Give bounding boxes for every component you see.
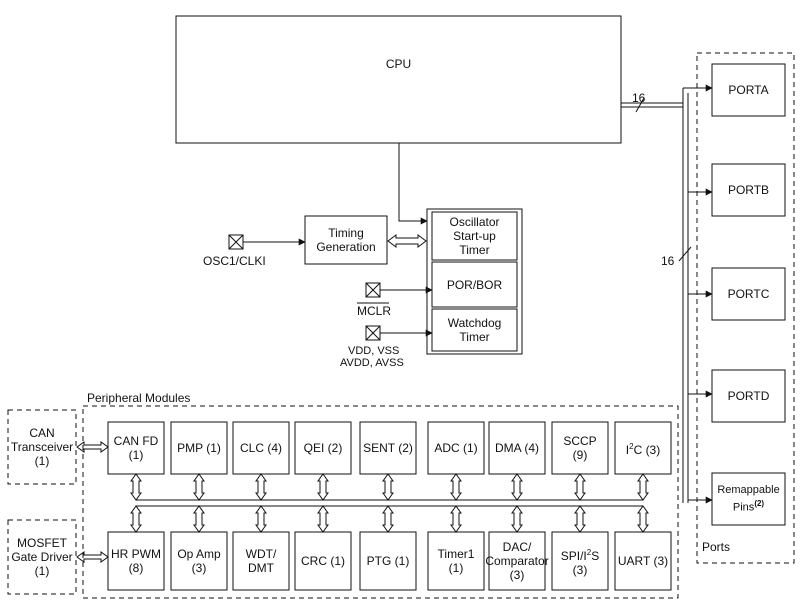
bus-arrow-top-0 <box>130 473 142 501</box>
bus-arrow-bottom-7 <box>574 505 586 533</box>
osc-startup-box <box>431 211 518 261</box>
can-transceiver-label: CAN Transceiver (1) <box>10 426 74 468</box>
periph-i2c: I2C (3) <box>625 441 661 457</box>
bus-arrow-top-1 <box>193 473 205 501</box>
bus-arrow-top-4 <box>382 473 394 501</box>
bus-arrow-bottom-2 <box>255 505 267 533</box>
bus-arrow-top-8 <box>637 473 649 501</box>
power-pin-label-2: AVDD, AVSS <box>340 357 404 369</box>
ports-title: Ports <box>702 540 731 554</box>
mosfet-double-arrow <box>76 551 109 563</box>
bus-width-top: 16 <box>632 91 646 105</box>
periph-clc: CLC (4) <box>239 441 282 455</box>
port-porta: PORTA <box>728 83 769 97</box>
cpu-label: CPU <box>385 57 412 71</box>
can-double-arrow <box>76 441 109 453</box>
periph-crc: CRC (1) <box>301 554 345 568</box>
timing-osc-double-arrow <box>387 234 427 248</box>
periph-ptg: PTG (1) <box>366 554 410 568</box>
bus-slash-top <box>635 97 645 113</box>
bus-arrow-bottom-8 <box>637 505 649 533</box>
mclr-pin-label: MCLR <box>357 304 392 318</box>
peripheral-group <box>82 405 679 599</box>
ports-group <box>696 52 795 564</box>
periph-qei: QEI (2) <box>303 441 343 455</box>
osc-pin-label: OSC1/CLKI <box>203 254 266 268</box>
port-remappable-pins: Remappable Pins(2) <box>717 484 780 514</box>
periph-op-amp: Op Amp (3) <box>177 547 221 575</box>
bus-arrow-bottom-5 <box>450 505 462 533</box>
peripheral-title: Peripheral Modules <box>87 391 191 405</box>
bus-arrow-top-6 <box>511 473 523 501</box>
bus-width-side: 16 <box>661 254 675 268</box>
bus-slash-side <box>678 246 692 262</box>
periph-can-fd: CAN FD (1) <box>113 434 159 462</box>
bus-arrow-bottom-1 <box>193 505 205 533</box>
timing-generation-label: Timing Generation <box>316 226 376 254</box>
periph-timer1: Timer1 (1) <box>437 547 475 575</box>
periph-pmp: PMP (1) <box>177 441 221 455</box>
bus-arrow-top-3 <box>317 473 329 501</box>
periph-sent: SENT (2) <box>363 441 413 455</box>
port-portb: PORTB <box>727 183 770 197</box>
power-pin-label-1: VDD, VSS <box>348 345 400 357</box>
por-bor-label: POR/BOR <box>446 277 503 292</box>
periph-sccp: SCCP (9) <box>563 434 597 462</box>
mosfet-gate-driver-box <box>7 519 77 595</box>
bus-arrow-top-7 <box>574 473 586 501</box>
periph-spi-i2s: SPI/I2S (3) <box>560 547 600 577</box>
periph-hr-pwm: HR PWM (8) <box>111 547 161 575</box>
periph-dma: DMA (4) <box>494 441 539 455</box>
bus-arrow-bottom-6 <box>511 505 523 533</box>
bus-arrow-bottom-0 <box>130 505 142 533</box>
port-portc: PORTC <box>727 287 770 301</box>
periph-uart: UART (3) <box>617 554 669 568</box>
clock-group <box>426 208 523 355</box>
bus-arrow-top-2 <box>255 473 267 501</box>
bus-arrow-bottom-3 <box>317 505 329 533</box>
watchdog-label: Watchdog Timer <box>447 316 502 344</box>
periph-dac-comparator: DAC/ Comparator (3) <box>485 540 549 582</box>
bus-arrow-bottom-4 <box>382 505 394 533</box>
mosfet-gate-driver-label: MOSFET Gate Driver (1) <box>11 536 73 578</box>
por-bor-box <box>431 261 518 308</box>
can-transceiver-box <box>7 409 77 485</box>
osc-startup-label: Oscillator Start-up Timer <box>449 215 500 257</box>
port-portd: PORTD <box>727 389 770 403</box>
periph-adc: ADC (1) <box>434 441 478 455</box>
bus-arrow-top-5 <box>450 473 462 501</box>
periph-wdt-dmt: WDT/ DMT <box>245 547 277 575</box>
